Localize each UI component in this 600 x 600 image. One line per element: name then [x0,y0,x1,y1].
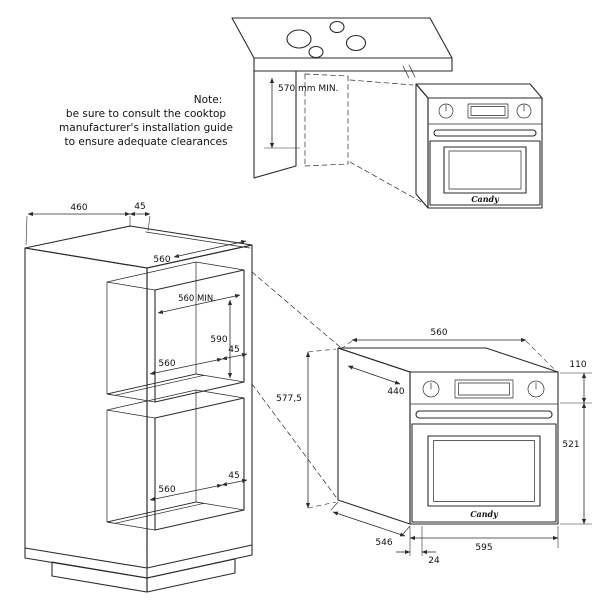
oven-top-face [337,347,559,373]
door-handle [415,410,553,419]
dim-label: 577,5 [276,394,302,404]
dim-label: 45 [228,345,239,355]
dimension-door-height: 521 [560,402,592,525]
dim-label: 560 [158,359,175,369]
display [454,379,514,399]
note-line: be sure to consult the cooktop [66,108,227,120]
dim-label: 110 [569,360,586,370]
countertop-view: 570 mm MIN. Note: be sure to consult the… [59,17,453,205]
knob-icon [527,380,545,398]
oven-niche-dashed-outline [304,73,349,167]
upper-niche-back-wall [106,261,197,395]
oven-door [429,140,541,206]
oven-front-face [427,97,543,209]
built-in-oven-view: Candy 560 440 110 521 [330,328,592,566]
dimension-body-depth: 546 [330,501,411,548]
burner-icon [345,34,367,52]
alignment-marks [402,64,416,79]
dimension-top-depth: 460 45 [25,202,151,246]
cooktop-burners [286,20,367,59]
dim-label: 590 [210,335,227,345]
note-title: Note: [194,94,222,106]
door-handle [433,129,537,137]
door-window [443,146,527,194]
knob-icon [438,103,454,119]
oven-under-counter: Candy [415,83,543,209]
oven-front-face [409,371,559,525]
oven-side-face [415,83,429,209]
upper-vent-slot [106,373,205,396]
note: Note: be sure to consult the cooktop man… [59,94,233,148]
lower-niche-back-wall [106,389,197,523]
dimension-oven-depth: 440 [347,365,405,397]
dimension-top-width: 560 [153,240,247,265]
dimension-niche-height: 590 [210,299,233,379]
cabinet-view: 460 45 560 560 MIN. 590 560 45 560 [24,202,341,593]
dimension-oven-top-width: 560 [340,328,557,372]
dim-label: 45 [228,471,239,481]
note-line: to ensure adequate clearances [65,136,228,148]
clearance-label: 570 mm MIN. [278,84,338,94]
dim-label: 521 [562,440,579,450]
countertop-surface [231,17,453,59]
lower-niche [106,389,245,531]
dim-label: 45 [134,202,145,212]
dimension-door-protrusion: 24 [396,526,440,566]
projection-lines [349,79,426,205]
dim-label: 24 [428,556,440,566]
cabinet-side-panel [253,70,297,179]
knob-icon [516,103,532,119]
cabinet-plinth [51,558,236,593]
clearance-dimension: 570 mm MIN. [264,77,338,149]
dim-label: 560 [153,255,170,265]
door-window-inner [448,150,522,190]
door-window [427,435,541,507]
note-line: manufacturer's installation guide [59,122,233,134]
oven-top-face [415,83,543,99]
brand-logo: Candy [471,194,500,204]
cabinet-bottom-slab [24,544,253,579]
upper-niche-opening [154,269,245,403]
dim-label: 560 MIN. [178,294,216,304]
dim-label: 546 [375,538,392,548]
dimension-niche-width: 560 MIN. [157,294,241,314]
dim-label: 440 [387,387,404,397]
dim-label: 460 [70,203,87,213]
oven-door [411,423,557,523]
display [467,103,509,119]
countertop-front-edge [253,57,453,72]
lower-niche-opening [154,397,245,531]
oven-side-face [337,347,411,525]
dimension-front-width: 595 [409,526,559,556]
burner-icon [308,45,324,59]
upper-niche [106,261,245,403]
dimension-panel-height: 110 [560,360,592,404]
cabinet-top-frame-line [145,231,251,249]
knob-icon [422,380,440,398]
dimension-upper-vent: 560 45 [149,345,248,376]
dimension-install-height: 577,5 [276,348,337,509]
display-inner [458,382,510,396]
projection-lines-to-oven [251,271,341,498]
burner-icon [286,29,312,49]
dimension-lower-vent: 560 45 [149,471,248,502]
lower-vent-slot [106,501,205,524]
dim-label: 560 [158,485,175,495]
display-inner [470,106,506,116]
burner-icon [329,20,345,34]
dim-label: 595 [475,543,492,553]
brand-logo: Candy [470,509,499,519]
dim-label: 560 [430,328,447,338]
door-window-inner [433,440,535,502]
